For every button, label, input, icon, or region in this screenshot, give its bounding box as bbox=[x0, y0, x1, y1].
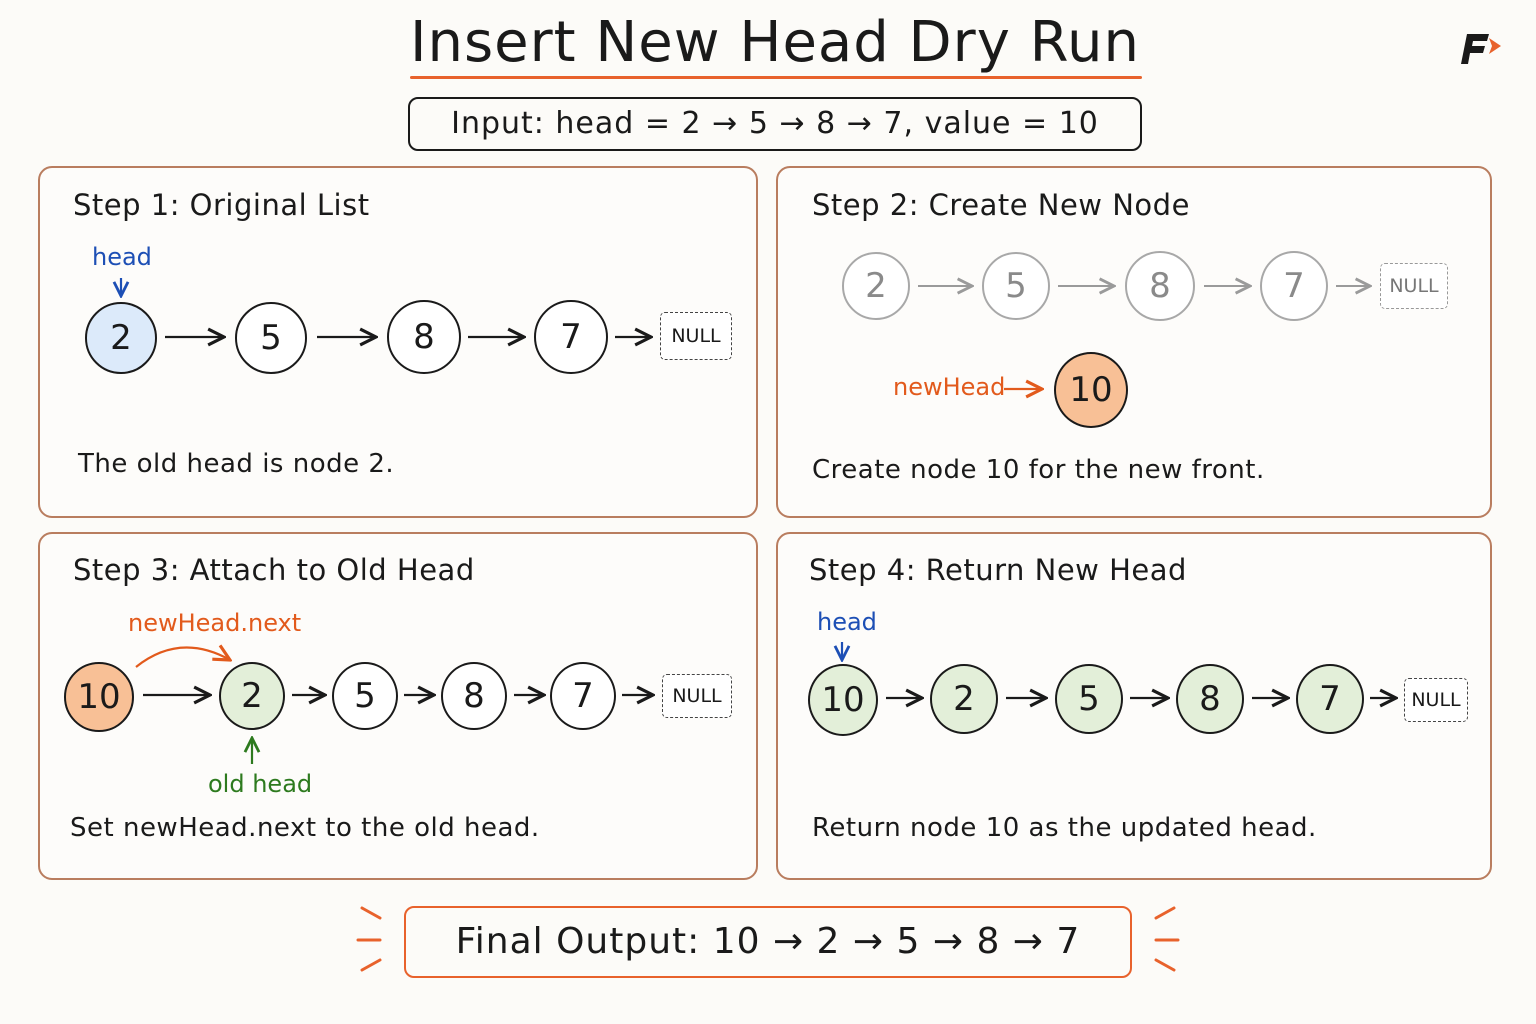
step3-old-head-label: old head bbox=[208, 770, 313, 798]
step4-node-3: 5 bbox=[1055, 664, 1123, 734]
step3-title: Step 3: Attach to Old Head bbox=[73, 553, 475, 587]
step4-caption: Return node 10 as the updated head. bbox=[812, 813, 1317, 843]
step2-caption: Create node 10 for the new front. bbox=[812, 455, 1265, 485]
input-box: Input: head = 2 → 5 → 8 → 7, value = 10 bbox=[408, 97, 1142, 151]
step1-head-label: head bbox=[92, 243, 152, 271]
step3-panel bbox=[38, 532, 758, 880]
step1-node-1: 2 bbox=[85, 302, 157, 374]
step4-node-5: 7 bbox=[1296, 664, 1364, 734]
step3-node-5: 7 bbox=[550, 662, 616, 730]
step2-newhead-label: newHead bbox=[893, 373, 1006, 401]
step3-node-1: 10 bbox=[64, 662, 134, 732]
step1-node-4: 7 bbox=[534, 300, 608, 374]
step2-node-1: 2 bbox=[842, 252, 910, 320]
step3-node-4: 8 bbox=[441, 662, 507, 730]
step4-node-2: 2 bbox=[930, 664, 998, 734]
step1-caption: The old head is node 2. bbox=[78, 449, 395, 479]
step2-node-2: 5 bbox=[982, 252, 1050, 320]
step1-title: Step 1: Original List bbox=[73, 188, 370, 222]
step4-title: Step 4: Return New Head bbox=[809, 553, 1187, 587]
step2-new-node: 10 bbox=[1054, 352, 1128, 428]
title-underline bbox=[410, 76, 1142, 79]
step3-null: NULL bbox=[662, 674, 732, 718]
step4-panel bbox=[776, 532, 1492, 880]
step3-node-2: 2 bbox=[219, 662, 285, 730]
step2-panel bbox=[776, 166, 1492, 518]
step4-node-4: 8 bbox=[1176, 664, 1244, 734]
step4-null: NULL bbox=[1404, 678, 1468, 722]
step2-title: Step 2: Create New Node bbox=[812, 188, 1190, 222]
step3-caption: Set newHead.next to the old head. bbox=[70, 813, 540, 843]
final-output-box: Final Output: 10 → 2 → 5 → 8 → 7 bbox=[404, 906, 1132, 978]
step1-node-2: 5 bbox=[235, 302, 307, 374]
step1-node-3: 8 bbox=[387, 300, 461, 374]
step1-null: NULL bbox=[660, 312, 732, 360]
step2-null: NULL bbox=[1380, 263, 1448, 309]
step3-node-3: 5 bbox=[332, 662, 398, 730]
step3-next-label: newHead.next bbox=[128, 609, 302, 637]
page-title: Insert New Head Dry Run bbox=[409, 10, 1141, 75]
step4-node-1: 10 bbox=[808, 664, 878, 736]
step4-head-label: head bbox=[817, 608, 877, 636]
step2-node-3: 8 bbox=[1125, 251, 1195, 321]
step2-node-4: 7 bbox=[1260, 251, 1328, 321]
brand-logo-icon bbox=[1461, 34, 1501, 64]
